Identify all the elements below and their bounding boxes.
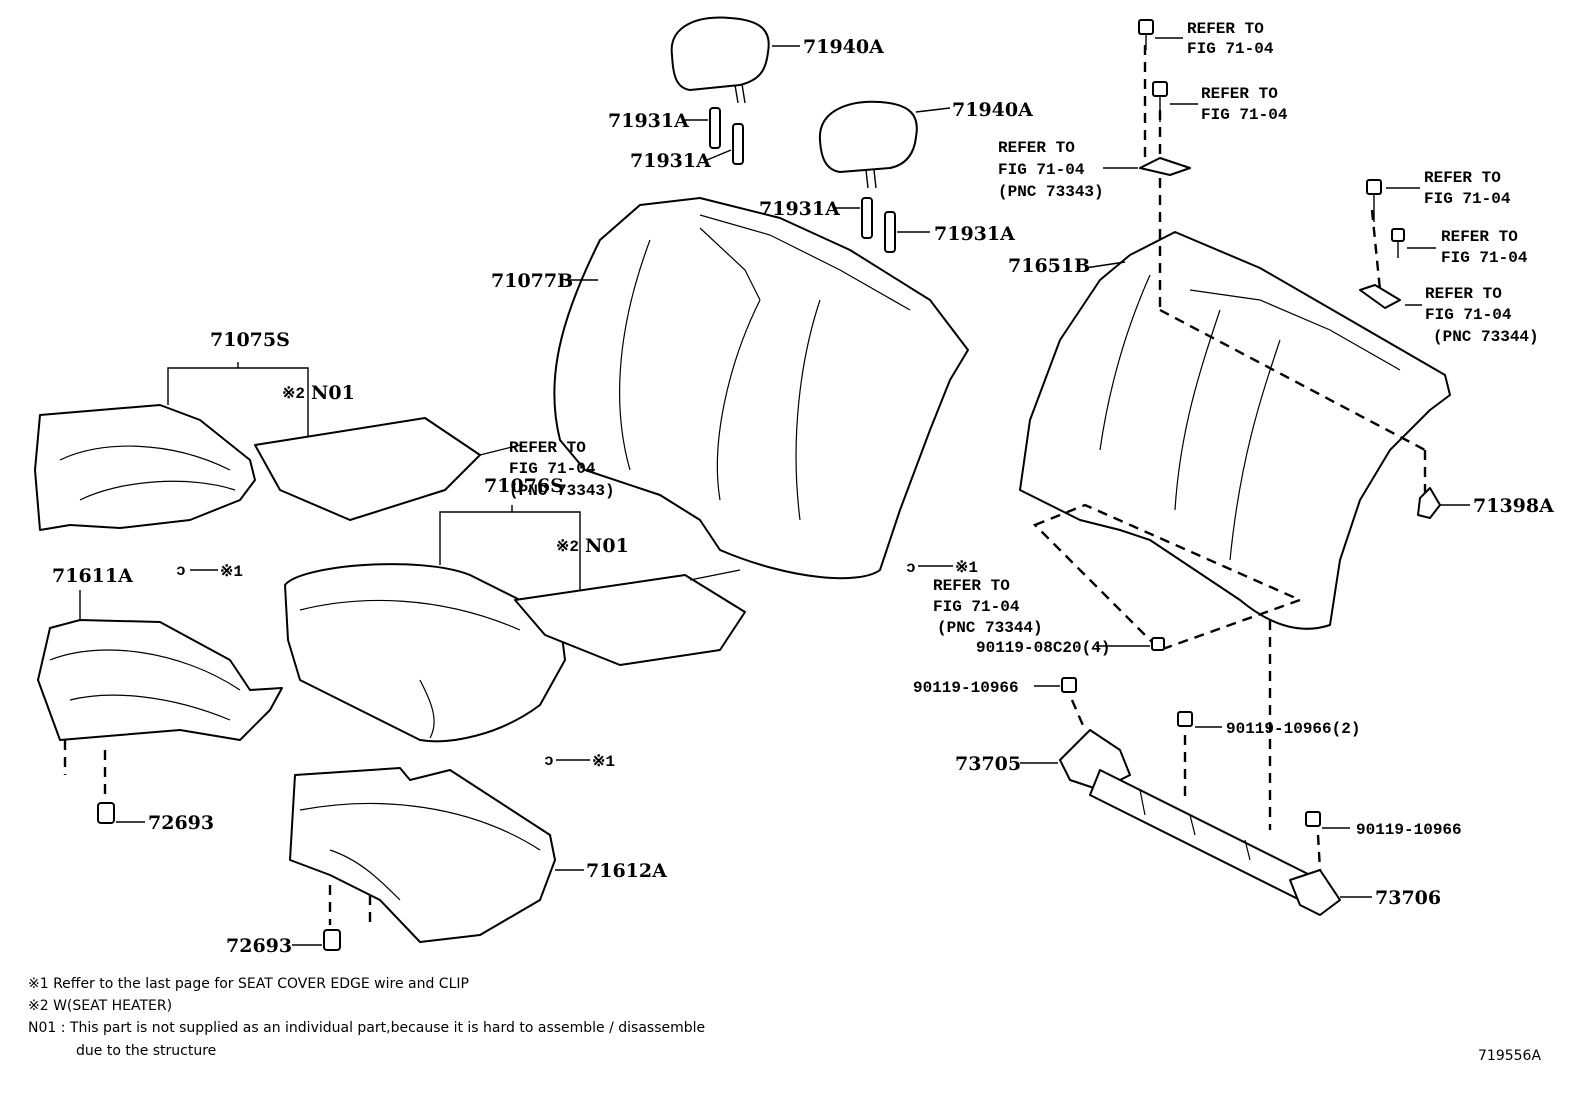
note-2: ※2 W(SEAT HEATER)	[28, 998, 172, 1014]
headrest-upper	[670, 16, 800, 104]
note-3: N01 : This part is not supplied as an in…	[28, 1020, 705, 1036]
clip-icon-1: ↄ	[176, 562, 186, 580]
label-support-2: 71931A	[630, 150, 711, 172]
svg-text:FIG 71-04: FIG 71-04	[509, 460, 596, 478]
svg-text:(PNC 73343): (PNC 73343)	[998, 183, 1104, 201]
ref-block-7: REFER TO FIG 71-04 (PNC 73343)	[509, 439, 615, 500]
seat-cushion-left	[34, 362, 521, 531]
svg-text:(PNC 73344): (PNC 73344)	[1433, 328, 1539, 346]
svg-text:FIG 71-04: FIG 71-04	[1425, 306, 1512, 324]
svg-text:FIG 71-04: FIG 71-04	[998, 161, 1085, 179]
seat-back-assy	[1019, 231, 1451, 652]
label-clip-2: 72693	[226, 935, 292, 957]
cushion-pad-right	[289, 767, 584, 951]
svg-text:REFER TO: REFER TO	[509, 439, 586, 457]
svg-text:FIG 71-04: FIG 71-04	[933, 598, 1020, 616]
label-support-4: 71931A	[934, 223, 1015, 245]
ref-block-6: REFER TO FIG 71-04 (PNC 73344)	[1425, 285, 1539, 346]
ref-block-3: REFER TO FIG 71-04 (PNC 73343)	[998, 139, 1104, 201]
bolts-upper-right	[1138, 19, 1470, 519]
label-headrest-1: 71940A	[803, 36, 884, 58]
label-hinge-1: 73705	[955, 753, 1021, 775]
label-bolt-2: 90119-10966	[913, 679, 1019, 697]
label-bolt-1: 90119-08C20(4)	[976, 639, 1110, 657]
ref-block-2: REFER TO FIG 71-04	[1201, 85, 1288, 124]
clip-icon-3: ↄ	[906, 559, 916, 577]
label-n01-1: N01	[311, 382, 355, 404]
label-cushion-pad-1: 71611A	[52, 565, 133, 587]
svg-text:REFER TO: REFER TO	[1425, 285, 1502, 303]
label-bolt-4: 90119-10966	[1356, 821, 1462, 839]
ref-block-1: REFER TO FIG 71-04	[1187, 20, 1274, 58]
label-support-3: 71931A	[759, 198, 840, 220]
svg-text:REFER TO: REFER TO	[1424, 169, 1501, 187]
label-headrest-2: 71940A	[952, 99, 1033, 121]
svg-text:FIG 71-04: FIG 71-04	[1424, 190, 1511, 208]
hinge-assembly	[1020, 637, 1372, 916]
svg-text:REFER TO: REFER TO	[1441, 228, 1518, 246]
seat-back-cover	[553, 197, 969, 580]
note-1: ※1 Reffer to the last page for SEAT COVE…	[28, 976, 469, 992]
svg-text:FIG 71-04: FIG 71-04	[1187, 40, 1274, 58]
ref-leaders	[1103, 37, 1436, 306]
label-clip-1: 72693	[148, 812, 214, 834]
svg-text:(PNC 73343): (PNC 73343)	[509, 482, 615, 500]
clip-marks	[190, 565, 953, 761]
seat-cushion-center	[284, 505, 746, 743]
label-cushion-pad-2: 71612A	[586, 860, 667, 882]
label-bolt-3: 90119-10966(2)	[1226, 720, 1360, 738]
label-bracket: 71398A	[1473, 495, 1554, 517]
mark-1-c: ※1	[955, 559, 978, 577]
svg-text:FIG 71-04: FIG 71-04	[1441, 249, 1528, 267]
svg-text:REFER TO: REFER TO	[933, 577, 1010, 595]
headrest-supports	[683, 107, 930, 253]
clip-icon-2: ↄ	[544, 752, 554, 770]
ref-block-5: REFER TO FIG 71-04	[1441, 228, 1528, 267]
label-back-assy: 71651B	[1008, 255, 1090, 277]
mark-2-a: ※2	[282, 385, 305, 403]
label-support-1: 71931A	[608, 110, 689, 132]
svg-text:REFER TO: REFER TO	[998, 139, 1075, 157]
mark-2-b: ※2	[556, 538, 579, 556]
label-n01-2: N01	[585, 535, 629, 557]
mark-1-b: ※1	[592, 753, 615, 771]
ref-block-4: REFER TO FIG 71-04	[1424, 169, 1511, 208]
svg-text:REFER TO: REFER TO	[1201, 85, 1278, 103]
note-4: due to the structure	[76, 1043, 216, 1059]
svg-text:REFER TO: REFER TO	[1187, 20, 1264, 38]
dashed-leaders	[1070, 45, 1382, 871]
label-back-cover: 71077B	[491, 270, 573, 292]
figure-id: 719556A	[1478, 1048, 1541, 1064]
svg-text:FIG 71-04: FIG 71-04	[1201, 106, 1288, 124]
label-cushion-assy-1: 71075S	[210, 329, 290, 351]
label-cushion-assy-2: 71076S	[484, 475, 564, 497]
mark-1-a: ※1	[220, 563, 243, 581]
ref-block-8: REFER TO FIG 71-04 (PNC 73344)	[933, 577, 1043, 637]
svg-text:(PNC 73344): (PNC 73344)	[937, 619, 1043, 637]
cushion-pad-left	[37, 590, 283, 824]
label-hinge-2: 73706	[1375, 887, 1441, 909]
headrest-lower	[818, 100, 951, 189]
